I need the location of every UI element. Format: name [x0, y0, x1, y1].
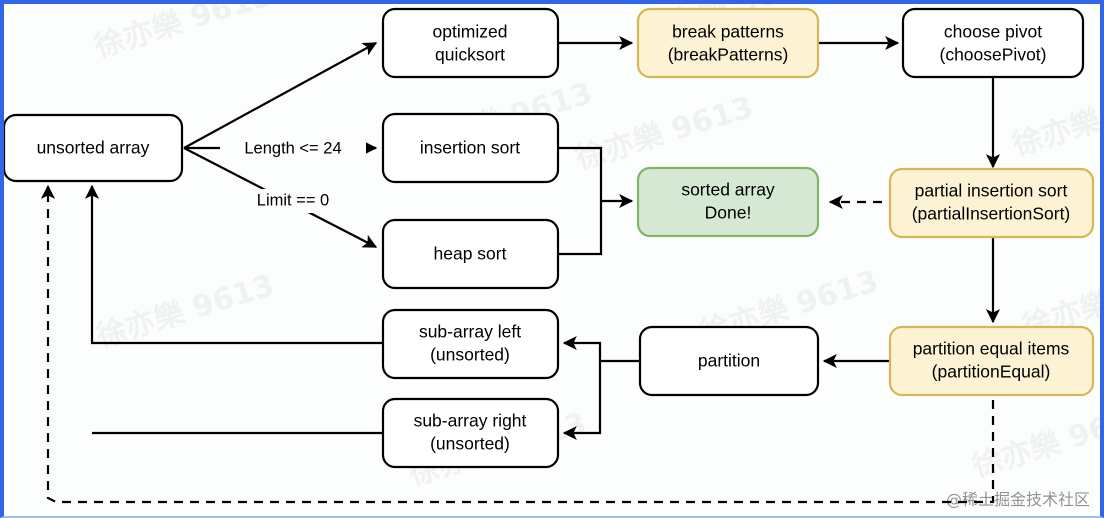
node-partition-shape[interactable] [638, 325, 820, 397]
node-insertion-sort-shape[interactable] [381, 112, 560, 184]
node-insertion-sort[interactable]: insertion sort [381, 112, 560, 184]
edge-unsorted-to-optimized-quicksort [183, 42, 378, 149]
edge-label-length-lte-24: Length <= 24 [220, 136, 366, 160]
node-sub-array-left-shape[interactable] [381, 308, 560, 380]
edge-label-length-halo [220, 136, 366, 160]
node-sub-array-right[interactable]: sub-array right (unsorted) [381, 397, 560, 469]
node-sub-array-left[interactable]: sub-array left (unsorted) [381, 308, 560, 380]
node-break-patterns[interactable]: break patterns (breakPatterns) [636, 7, 820, 79]
node-optimized-quicksort-label-1: optimized [433, 22, 508, 42]
node-partition[interactable]: partition [638, 325, 820, 397]
node-partial-insertion-sort-label-1: partial insertion sort [915, 181, 1068, 201]
node-sorted-array-done[interactable]: sorted array Done! [636, 166, 820, 238]
node-choose-pivot-shape[interactable] [901, 7, 1085, 79]
node-sorted-array-done-shape[interactable] [636, 166, 820, 238]
node-insertion-sort-label: insertion sort [420, 138, 520, 158]
node-choose-pivot-label-1: choose pivot [944, 22, 1042, 42]
node-partial-insertion-sort[interactable]: partial insertion sort (partialInsertion… [888, 167, 1095, 239]
node-sub-array-right-shape[interactable] [381, 397, 560, 469]
node-partition-equal-items-label-1: partition equal items [913, 339, 1070, 359]
node-heap-sort-label: heap sort [434, 244, 507, 264]
node-choose-pivot[interactable]: choose pivot (choosePivot) [901, 7, 1085, 79]
edge-label-limit-halo [236, 189, 350, 213]
node-unsorted-array-label: unsorted array [37, 138, 150, 158]
node-sub-array-right-label-2: (unsorted) [430, 434, 510, 454]
node-heap-sort[interactable]: heap sort [381, 218, 560, 290]
edge-sub-array-left-feedback [84, 184, 383, 345]
node-sub-array-left-label-1: sub-array left [419, 322, 521, 342]
node-partial-insertion-sort-shape[interactable] [888, 167, 1095, 239]
edge-label-limit-eq-0: Limit == 0 [236, 189, 350, 213]
node-break-patterns-label-2: (breakPatterns) [668, 45, 789, 65]
node-choose-pivot-label-2: (choosePivot) [940, 45, 1047, 65]
edge-label-limit-text: Limit == 0 [257, 191, 329, 209]
node-heap-sort-shape[interactable] [381, 218, 560, 290]
node-break-patterns-shape[interactable] [636, 7, 820, 79]
edge-partition-equal-dashed-loop [40, 184, 995, 504]
node-partition-equal-items-label-2: (partitionEqual) [932, 362, 1051, 382]
node-partition-equal-items-shape[interactable] [888, 325, 1095, 397]
node-optimized-quicksort-shape[interactable] [381, 7, 560, 79]
node-sub-array-right-label-1: sub-array right [414, 411, 527, 431]
edge-partition-to-sub-array-right [562, 361, 602, 441]
node-optimized-quicksort[interactable]: optimized quicksort [381, 7, 560, 79]
node-sorted-array-done-label-1: sorted array [681, 180, 775, 200]
node-partition-equal-items[interactable]: partition equal items (partitionEqual) [888, 325, 1095, 397]
edge-insertion-sort-merge [558, 146, 603, 201]
node-partial-insertion-sort-label-2: (partialInsertionSort) [912, 204, 1071, 224]
edge-heap-sort-merge [558, 201, 603, 256]
edge-partition-to-sub-array-left [562, 335, 602, 361]
node-partition-label: partition [698, 351, 760, 371]
node-optimized-quicksort-label-2: quicksort [435, 45, 505, 65]
node-unsorted-array-shape[interactable] [4, 113, 184, 183]
node-break-patterns-label-1: break patterns [672, 22, 784, 42]
node-unsorted-array[interactable]: unsorted array [4, 113, 184, 183]
edge-label-length-text: Length <= 24 [244, 139, 341, 157]
node-sorted-array-done-label-2: Done! [705, 203, 752, 223]
node-sub-array-left-label-2: (unsorted) [430, 345, 510, 365]
